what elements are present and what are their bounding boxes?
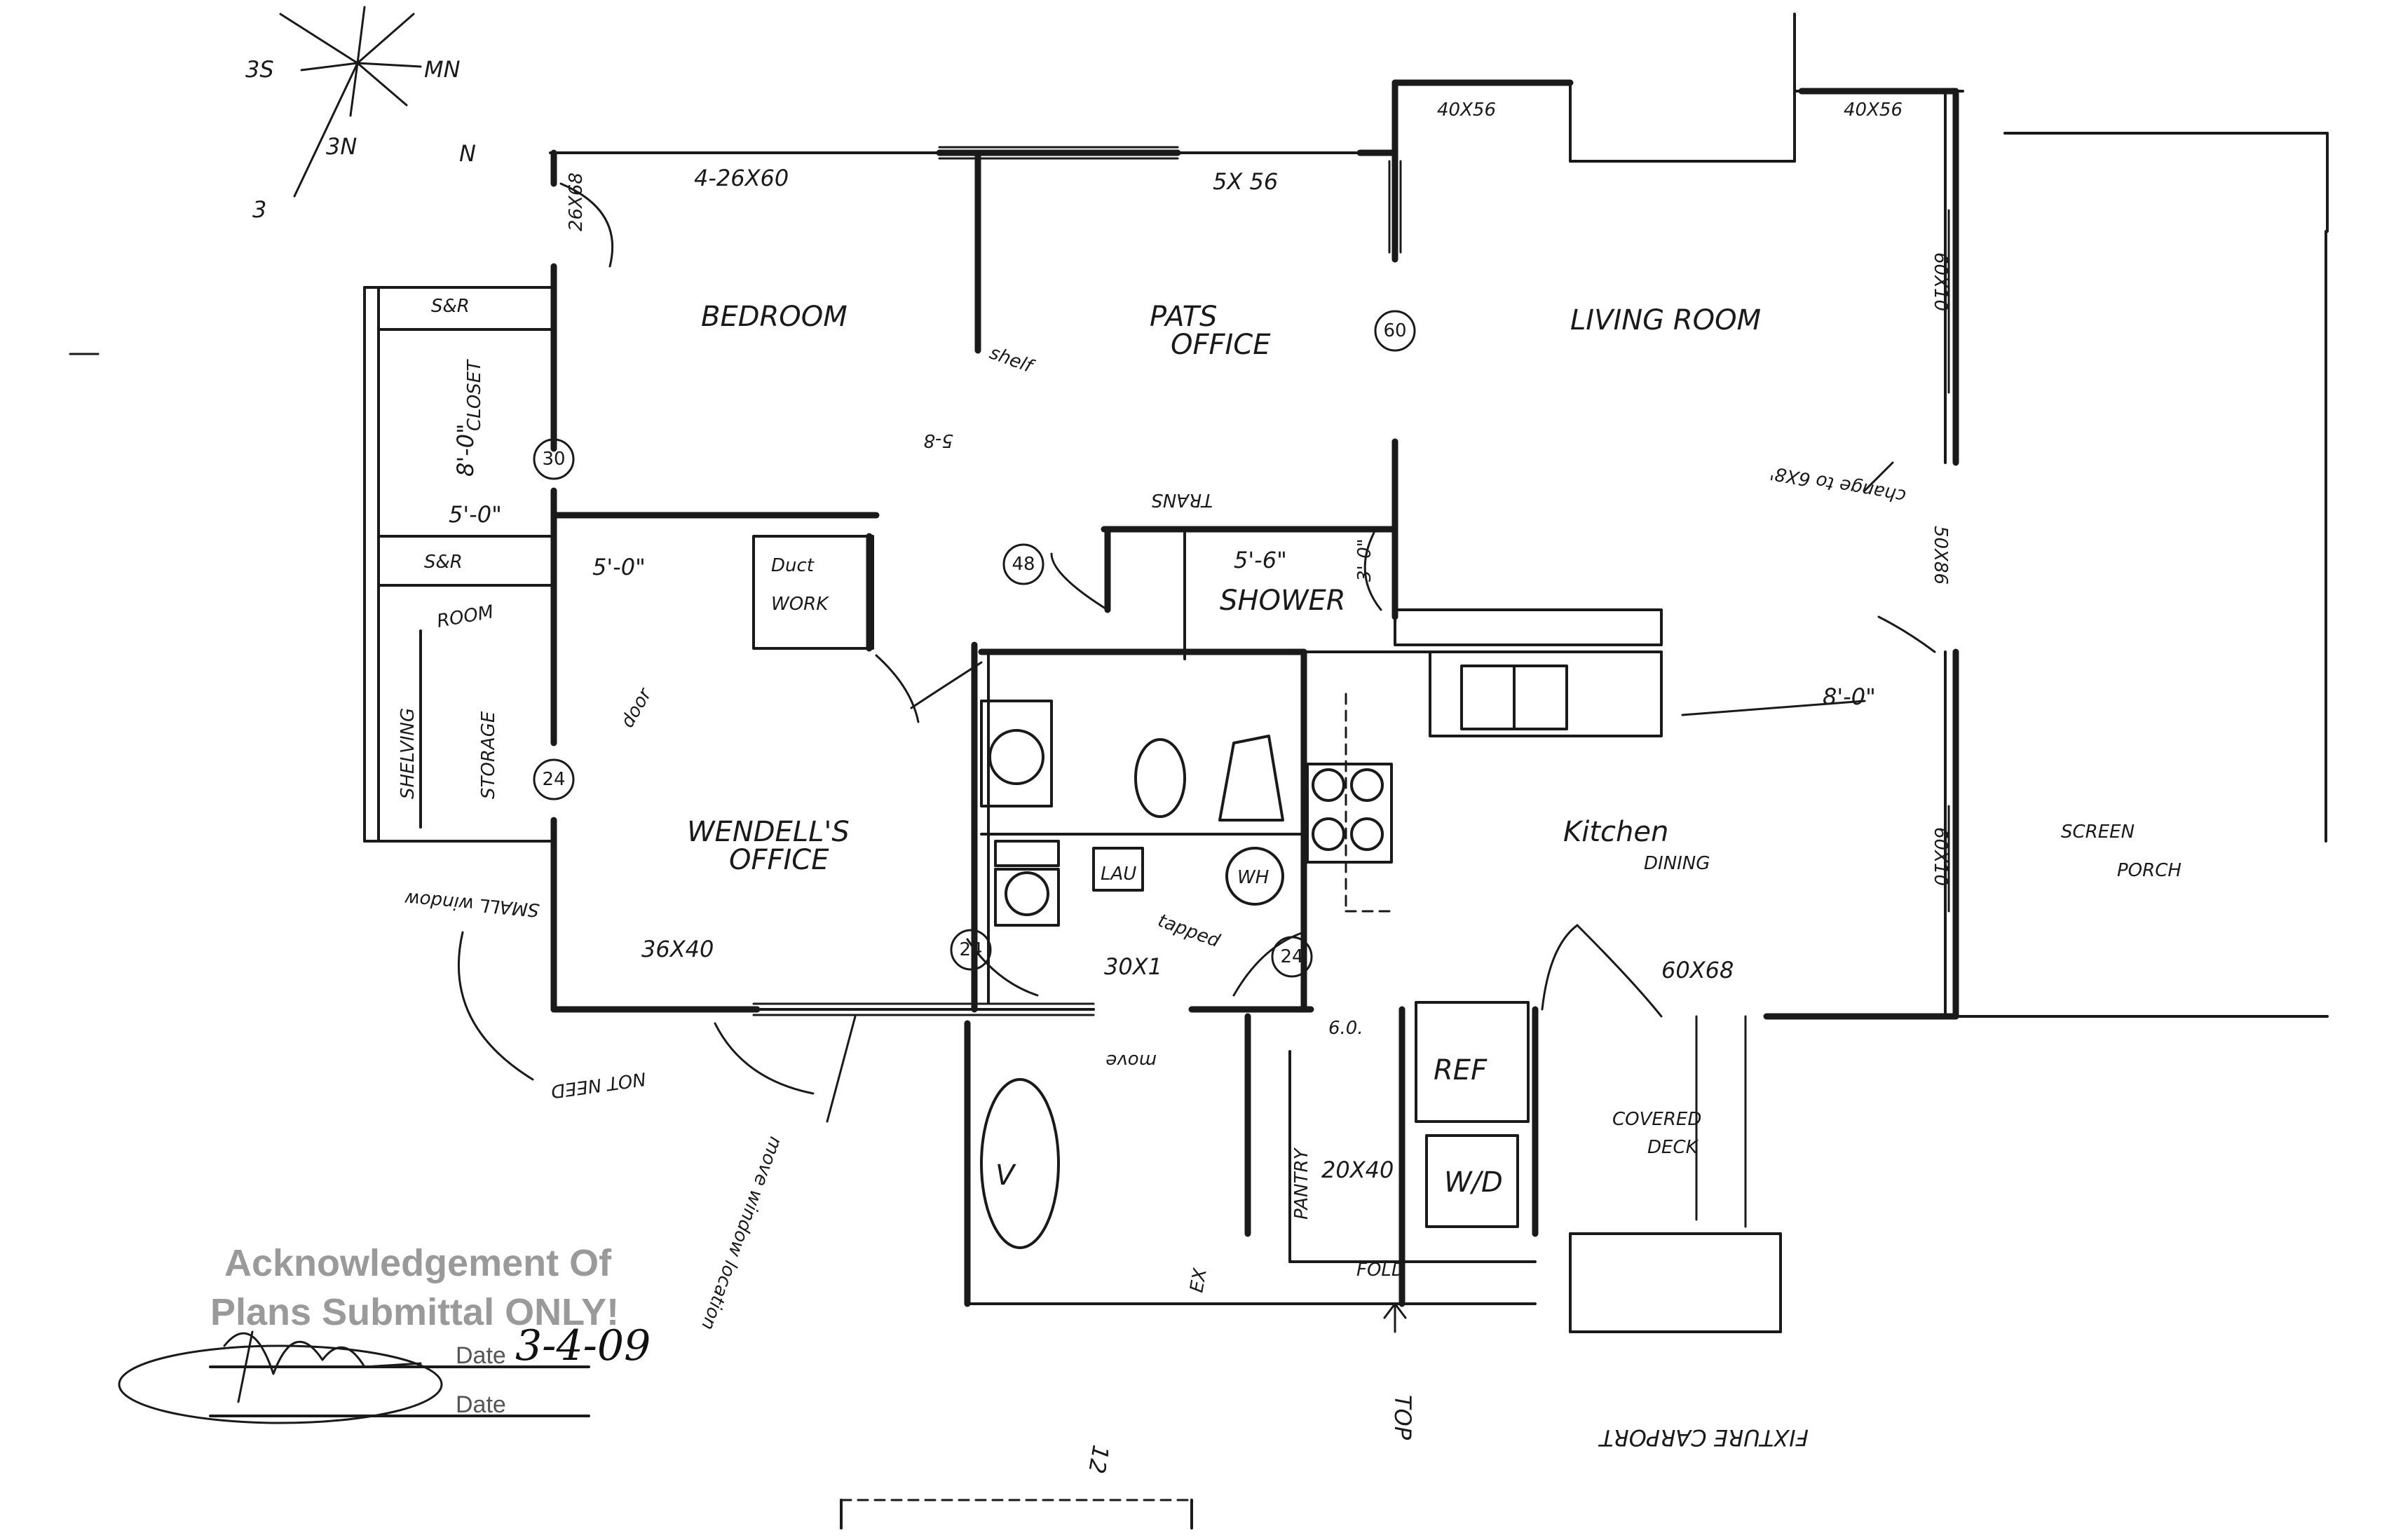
label-sr-top: S&R (431, 296, 470, 317)
room-label-shower: SHOWER (1220, 585, 1346, 617)
room-label-covered: COVERED (1612, 1109, 1701, 1130)
door-number-60: 60 (1383, 320, 1406, 341)
room-label-office: OFFICE (1171, 329, 1271, 361)
stamp-line-1: Acknowledgement Of (224, 1242, 612, 1284)
label-wh: WH (1237, 867, 1269, 888)
room-label-dining: DINING (1644, 853, 1710, 874)
door-number-24-bath: 24 (959, 939, 982, 960)
compass-label-3s: 3S (245, 56, 274, 83)
compass-label-n: N (459, 140, 476, 167)
room-label-storage: STORAGE (478, 711, 499, 799)
note-room: ROOM (435, 601, 495, 632)
note-fixture-carport: FIXTURE CARPORT (1598, 1424, 1809, 1451)
signature-mark (118, 1330, 443, 1424)
dim-5x56: 5X 56 (1213, 168, 1278, 195)
room-label-closet: CLOSET (464, 359, 485, 431)
note-small-window: SMALL window (403, 887, 540, 920)
note-trans: TRANS (1151, 489, 1213, 510)
dim-26x68: 26X68 (566, 172, 587, 231)
label-wd: W/D (1444, 1166, 1503, 1199)
note-not-need: NOT NEED (550, 1068, 647, 1102)
dim-50x86: 50X86 (1930, 526, 1951, 585)
label-ref: REF (1434, 1054, 1488, 1086)
dim-4-26x60: 4-26X60 (694, 165, 789, 191)
dim-5-0-hall: 5'-0" (592, 554, 646, 580)
stamp-date-label-2: Date (456, 1391, 506, 1418)
room-label-screen: SCREEN (2061, 822, 2135, 843)
dim-36x40: 36X40 (641, 936, 714, 962)
dim-60x10-a: 60X10 (1930, 252, 1951, 311)
label-lau: LAU (1101, 864, 1136, 885)
room-label-pantry: PANTRY (1291, 1147, 1312, 1220)
stamp-line-2: Plans Submittal ONLY! (210, 1291, 619, 1333)
dim-60x10-b: 60X10 (1930, 827, 1951, 886)
room-label-bedroom: BEDROOM (701, 301, 848, 333)
room-label-pats: PATS (1150, 301, 1217, 333)
door-swings (559, 182, 1936, 1018)
note-top: TOP (1389, 1395, 1416, 1440)
dim-3-0-shower: 3'-0" (1354, 538, 1375, 582)
room-label-shelving: SHELVING (397, 708, 418, 799)
dim-8-0-closet: 8'-0" (452, 423, 479, 477)
dim-5-0-closet: 5'-0" (449, 501, 502, 528)
dim-5-8: 5-8 (924, 430, 953, 451)
dim-ex: EX (1186, 1266, 1211, 1294)
door-number-24-office: 24 (542, 769, 565, 790)
stamp-date-label-1: Date (456, 1342, 506, 1369)
note-shelf: shelf (987, 342, 1038, 378)
compass-label-3n: 3N (326, 133, 357, 160)
stamp-date-value: 3-4-09 (515, 1321, 651, 1370)
compass-sketch: 3S MN 3N N 3 (245, 6, 476, 223)
label-fold: FOLD (1356, 1260, 1406, 1281)
dim-30x1: 30X1 (1104, 953, 1162, 980)
dim-8-0-kitchen: 8'-0" (1823, 683, 1876, 710)
dim-5-6-shower: 5'-6" (1234, 547, 1287, 573)
room-label-wendells: WENDELL'S (687, 816, 850, 848)
door-number-markers: 30 24 48 60 24 24 (533, 310, 1416, 978)
edge-marks (69, 353, 1193, 1529)
label-sr-bottom: S&R (424, 552, 463, 573)
door-number-24-laundry: 24 (1280, 946, 1303, 967)
compass-label-mn: MN (424, 56, 461, 83)
room-label-wendells-office: OFFICE (729, 844, 829, 876)
dim-40x56-a: 40X56 (1437, 100, 1496, 121)
dimension-labels: 4-26X60 5X 56 40X56 40X56 26X68 8'-0" 5'… (449, 100, 1951, 1476)
approval-stamp: Acknowledgement Of Plans Submittal ONLY!… (118, 1242, 651, 1424)
dim-6-0: 6.0. (1328, 1018, 1363, 1039)
room-label-living-room: LIVING ROOM (1570, 304, 1761, 336)
dim-12: 12 (1083, 1443, 1114, 1476)
room-label-deck: DECK (1647, 1137, 1699, 1158)
room-label-work: WORK (771, 594, 829, 615)
note-tapped: tapped (1155, 910, 1223, 952)
room-label-kitchen: Kitchen (1563, 816, 1668, 848)
room-label-porch: PORCH (2117, 860, 2182, 881)
walls (363, 13, 2329, 1333)
door-number-30: 30 (542, 449, 565, 470)
dim-60x68: 60X68 (1661, 957, 1734, 983)
compass-label-3: 3 (252, 196, 266, 223)
note-move-window: move window location (697, 1134, 787, 1333)
fixtures (980, 693, 1747, 1249)
handwritten-notes: change to 6X8' SMALL window NOT NEED mov… (403, 342, 1907, 1451)
note-v: V (995, 1159, 1016, 1192)
room-label-duct: Duct (771, 555, 815, 576)
door-number-48: 48 (1012, 554, 1035, 575)
dim-40x56-b: 40X56 (1844, 100, 1903, 121)
windows (752, 146, 1950, 1016)
note-door: door (617, 683, 657, 731)
dim-20x40: 20X40 (1321, 1157, 1394, 1183)
note-move: move (1105, 1050, 1157, 1071)
room-labels: BEDROOM PATS OFFICE LIVING ROOM CLOSET S… (397, 296, 2182, 1281)
